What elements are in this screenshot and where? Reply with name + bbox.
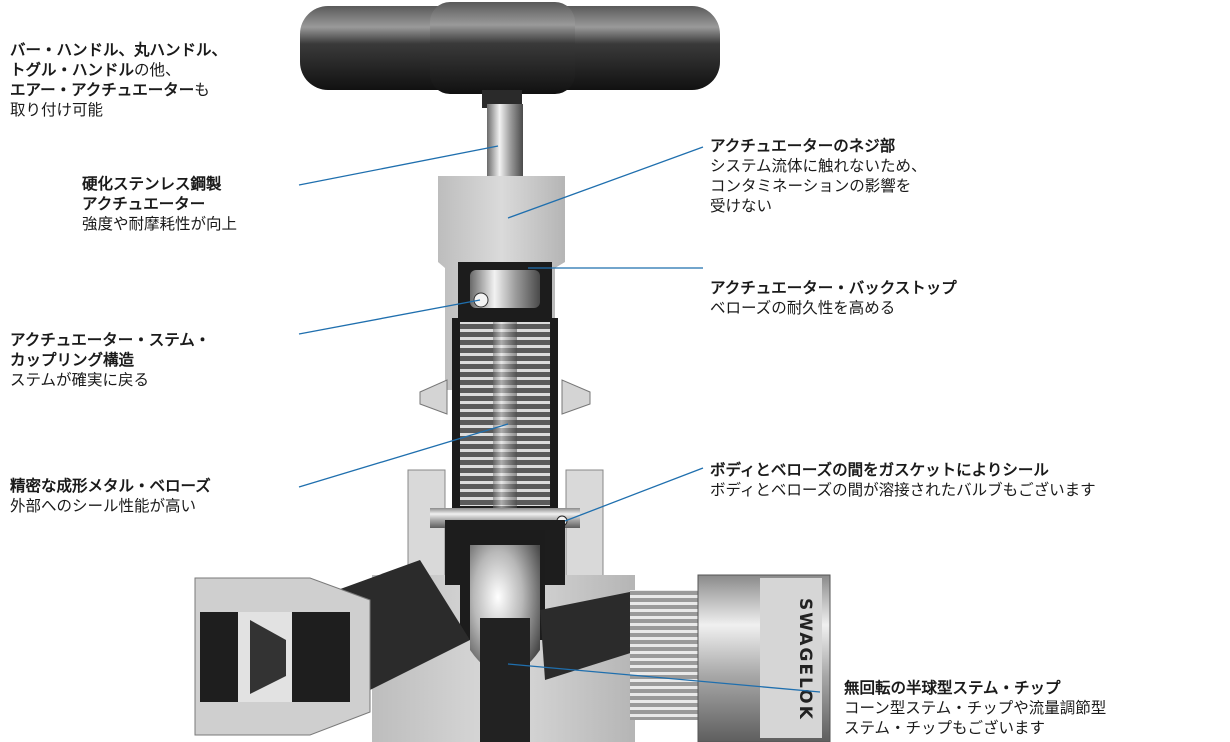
stem-coupling-title2: カップリング構造	[10, 351, 135, 369]
handle-options-line4: 取り付け可能	[10, 101, 104, 119]
swagelok-marking: SWAGELOK	[795, 598, 815, 721]
stem-tip-title: 無回転の半球型ステム・チップ	[844, 679, 1061, 697]
valve-body	[310, 520, 640, 742]
bonnet-hex-nut	[419, 379, 591, 415]
hardened-actuator-desc: 強度や耐摩耗性が向上	[82, 215, 238, 233]
left-tube-fitting	[194, 577, 371, 736]
stem-coupling-title1: アクチュエーター・ステム・	[10, 331, 211, 349]
bellows-desc: 外部へのシール性能が高い	[10, 497, 197, 515]
callout-handle-options: バー・ハンドル、丸ハンドル、 トグル・ハンドルの他、 エアー・アクチュエーターも…	[10, 40, 227, 120]
hardened-actuator-title1: 硬化ステンレス鋼製	[82, 175, 222, 193]
bellows-title: 精密な成形メタル・ベローズ	[10, 477, 211, 495]
stem-tip-desc1: コーン型ステム・チップや流量調節型	[844, 699, 1107, 717]
actuator-threads-desc1: システム流体に触れないため、	[710, 157, 927, 175]
right-tube-fitting: SWAGELOK	[630, 574, 831, 742]
callout-hardened-actuator: 硬化ステンレス鋼製 アクチュエーター 強度や耐摩耗性が向上	[82, 174, 237, 234]
backstop-desc: ベローズの耐久性を高める	[710, 299, 896, 317]
handle-options-line1: バー・ハンドル、丸ハンドル、	[10, 41, 228, 59]
handle-options-line2: の他、	[134, 61, 181, 79]
callout-stem-tip: 無回転の半球型ステム・チップ コーン型ステム・チップや流量調節型 ステム・チップ…	[844, 678, 1106, 738]
backstop-title: アクチュエーター・バックストップ	[710, 279, 957, 297]
leader-lines	[298, 145, 821, 693]
stem-coupling-desc: ステムが確実に戻る	[10, 371, 150, 389]
gasket-seal-desc: ボディとベローズの間が溶接されたバルブもございます	[710, 481, 1096, 499]
actuator-threads-desc3: 受けない	[710, 197, 773, 215]
callout-backstop: アクチュエーター・バックストップ ベローズの耐久性を高める	[710, 278, 957, 318]
handle-options-line3: も	[194, 81, 210, 99]
t-handle	[300, 2, 720, 108]
handle-options-line2-bold: トグル・ハンドル	[10, 61, 135, 79]
callout-stem-coupling: アクチュエーター・ステム・ カップリング構造 ステムが確実に戻る	[10, 330, 210, 390]
hardened-actuator-title2: アクチュエーター	[82, 195, 206, 213]
stem-tip-desc2: ステム・チップもございます	[844, 719, 1046, 737]
callout-gasket-seal: ボディとベローズの間をガスケットによりシール ボディとベローズの間が溶接されたバ…	[710, 460, 1096, 500]
actuator-threads-desc2: コンタミネーションの影響を	[710, 177, 912, 195]
gasket-seal-title: ボディとベローズの間をガスケットによりシール	[710, 461, 1049, 479]
handle-options-line3-bold: エアー・アクチュエーター	[10, 81, 195, 99]
actuator-threads-title: アクチュエーターのネジ部	[710, 137, 896, 155]
callout-actuator-threads: アクチュエーターのネジ部 システム流体に触れないため、 コンタミネーションの影響…	[710, 136, 927, 216]
callout-bellows: 精密な成形メタル・ベローズ 外部へのシール性能が高い	[10, 476, 211, 516]
